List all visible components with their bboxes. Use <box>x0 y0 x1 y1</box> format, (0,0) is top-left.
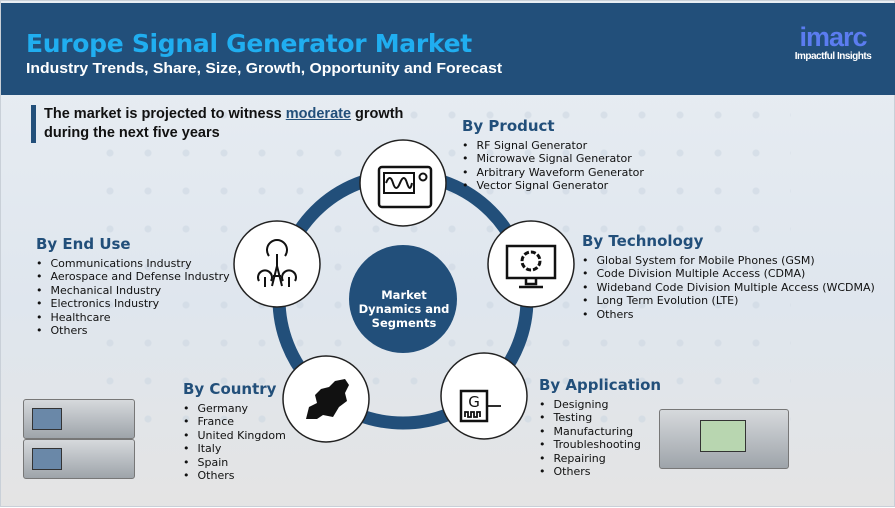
page-title: Europe Signal Generator Market <box>26 29 472 58</box>
list-item: Aerospace and Defense Industry <box>36 270 230 283</box>
signal-generator-image-left-2 <box>23 439 135 479</box>
list-item: Testing <box>539 411 661 424</box>
center-label: Market Dynamics and Segments <box>358 288 450 330</box>
end-use-antenna-icon <box>233 220 321 308</box>
list-item: Healthcare <box>36 311 230 324</box>
segment-title: By Country <box>183 380 277 398</box>
logo-tagline: Impactful Insights <box>794 51 872 62</box>
list-item: Manufacturing <box>539 425 661 438</box>
logo-word: imarc <box>799 22 867 52</box>
segment-end-use: By End Use Communications IndustryAerosp… <box>36 235 230 337</box>
list-item: Global System for Mobile Phones (GSM) <box>582 254 875 267</box>
country-europe-map-icon <box>282 355 370 443</box>
list-item: Vector Signal Generator <box>462 179 644 192</box>
list-item: Code Division Multiple Access (CDMA) <box>582 267 875 280</box>
signal-generator-image-left <box>23 399 135 439</box>
segment-title: By End Use <box>36 235 131 253</box>
list-item: Troubleshooting <box>539 438 661 451</box>
list-item: Arbitrary Waveform Generator <box>462 166 644 179</box>
svg-text:G: G <box>468 393 480 411</box>
list-item: Communications Industry <box>36 257 230 270</box>
list-item: France <box>183 415 286 428</box>
segment-title: By Product <box>462 117 555 135</box>
signal-generator-image-right <box>659 409 789 469</box>
segment-title: By Application <box>539 376 662 394</box>
growth-statement: The market is projected to witness moder… <box>31 105 431 143</box>
header-banner: Europe Signal Generator Market Industry … <box>1 3 895 95</box>
list-item: Microwave Signal Generator <box>462 152 644 165</box>
list-item: Others <box>36 324 230 337</box>
list-item: United Kingdom <box>183 429 286 442</box>
statement-highlight: moderate <box>285 106 352 122</box>
list-item: Germany <box>183 402 286 415</box>
center-circle <box>349 245 457 353</box>
segment-application: By Application DesigningTestingManufactu… <box>539 376 661 478</box>
segment-country: By Country GermanyFranceUnited KingdomIt… <box>183 380 286 482</box>
list-item: RF Signal Generator <box>462 139 644 152</box>
statement-text-end: growth during the next five years <box>44 106 404 141</box>
segment-product: By Product RF Signal GeneratorMicrowave … <box>462 117 644 193</box>
list-item: Italy <box>183 442 286 455</box>
statement-text: The market is projected to witness <box>44 106 286 122</box>
list-item: Others <box>539 465 661 478</box>
list-item: Repairing <box>539 452 661 465</box>
technology-icon <box>487 220 575 308</box>
list-item: Wideband Code Division Multiple Access (… <box>582 281 875 294</box>
list-item: Others <box>183 469 286 482</box>
product-icon <box>359 139 447 227</box>
imarc-logo: imarc Impactful Insights <box>788 23 878 62</box>
list-item: Designing <box>539 398 661 411</box>
list-item: Long Term Evolution (LTE) <box>582 294 875 307</box>
segment-title: By Technology <box>582 232 704 250</box>
list-item: Mechanical Industry <box>36 284 230 297</box>
list-item: Spain <box>183 456 286 469</box>
list-item: Others <box>582 308 875 321</box>
application-icon: G <box>440 352 528 440</box>
segment-technology: By Technology Global System for Mobile P… <box>582 232 875 321</box>
page-subtitle: Industry Trends, Share, Size, Growth, Op… <box>26 60 503 77</box>
list-item: Electronics Industry <box>36 297 230 310</box>
